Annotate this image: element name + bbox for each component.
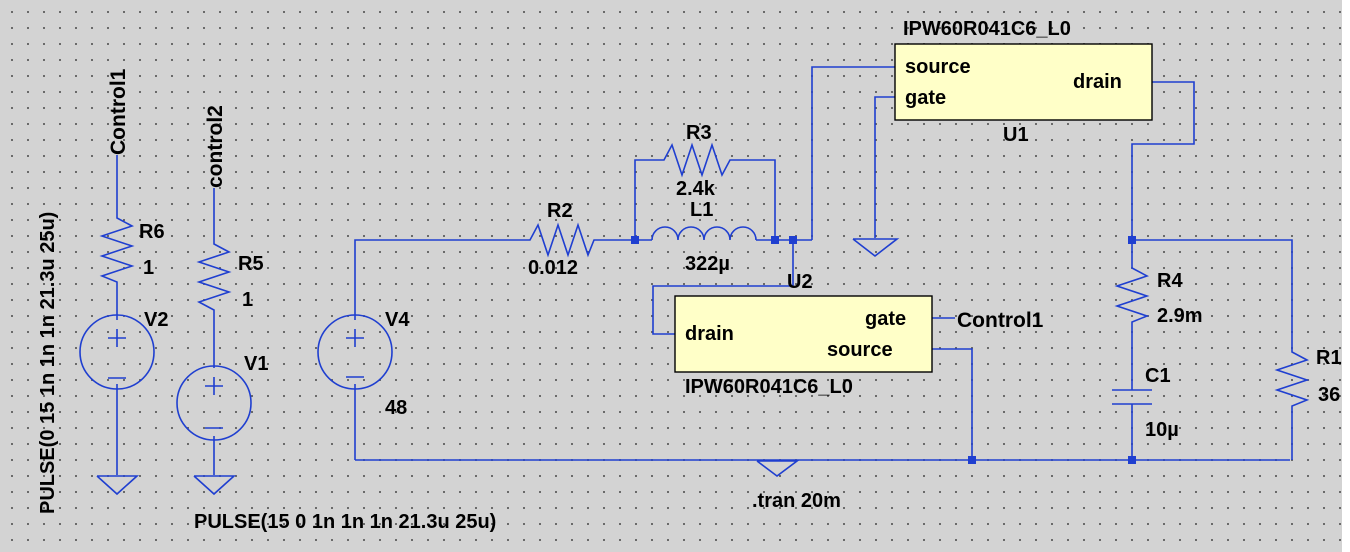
mosfet-u2[interactable]: drain gate source <box>674 295 933 373</box>
mosfet-u1[interactable]: source gate drain <box>894 43 1153 121</box>
resistor-r3[interactable] <box>658 142 746 178</box>
ground-symbol <box>96 475 140 496</box>
u2-name-label: U2 <box>787 271 813 293</box>
v4-value: 48 <box>385 397 407 419</box>
net-label-control2: control2 <box>204 105 227 188</box>
u1-pin-drain: drain <box>1073 71 1122 93</box>
right-edge-clip <box>1342 0 1350 552</box>
v1-value: PULSE(15 0 1n 1n 1n 21.3u 25u) <box>194 511 496 533</box>
voltage-source-v2[interactable] <box>79 314 155 390</box>
resistor-r2[interactable] <box>522 222 602 258</box>
u2-pin-drain: drain <box>685 323 734 345</box>
c1-name: C1 <box>1145 365 1171 387</box>
r3-value: 2.4k <box>676 178 716 200</box>
l1-value: 322µ <box>685 253 730 275</box>
resistor-r4[interactable] <box>1114 262 1150 326</box>
capacitor-c1[interactable] <box>1112 389 1152 405</box>
ground-symbol <box>852 238 900 258</box>
voltage-source-v4[interactable] <box>317 314 393 390</box>
u1-pin-gate: gate <box>905 87 946 109</box>
r6-value: 1 <box>143 257 154 279</box>
r5-name: R5 <box>238 253 264 275</box>
r1-name: R1 <box>1316 347 1342 369</box>
net-label-control1: Control1 <box>107 68 130 155</box>
v1-name: V1 <box>244 353 268 375</box>
main-wires <box>354 66 1293 461</box>
ground-symbol <box>756 460 800 477</box>
spice-directive[interactable]: .tran 20m <box>752 490 841 512</box>
r5-value: 1 <box>242 289 253 311</box>
r2-value: 0.012 <box>528 257 578 279</box>
u2-pin-gate: gate <box>865 308 906 330</box>
net-label-control1-u2: Control1 <box>957 309 1044 332</box>
v2-name: V2 <box>144 309 168 331</box>
u2-pin-source: source <box>827 339 893 361</box>
resistor-r1[interactable] <box>1274 346 1310 410</box>
v2-value: PULSE(0 15 1n 1n 1n 21.3u 25u) <box>37 212 59 514</box>
c1-value: 10µ <box>1145 419 1179 441</box>
r4-name: R4 <box>1157 270 1183 292</box>
r6-name: R6 <box>139 221 165 243</box>
u2-model-label: IPW60R041C6_L0 <box>685 376 853 398</box>
resistor-r5[interactable] <box>196 238 232 318</box>
resistor-r6[interactable] <box>99 212 135 290</box>
r4-value: 2.9m <box>1157 305 1203 327</box>
v4-name: V4 <box>385 309 410 331</box>
ground-symbol <box>193 475 237 496</box>
l1-name: L1 <box>690 199 713 221</box>
u1-name-label: U1 <box>1003 124 1029 146</box>
u1-pin-source: source <box>905 56 971 78</box>
r2-name: R2 <box>547 200 573 222</box>
r1-value: 36 <box>1318 384 1340 406</box>
r3-name: R3 <box>686 122 712 144</box>
voltage-source-v1[interactable] <box>176 365 252 441</box>
junction-dots <box>631 236 1136 464</box>
inductor-l1[interactable] <box>651 226 757 241</box>
u1-model-label: IPW60R041C6_L0 <box>903 18 1071 40</box>
